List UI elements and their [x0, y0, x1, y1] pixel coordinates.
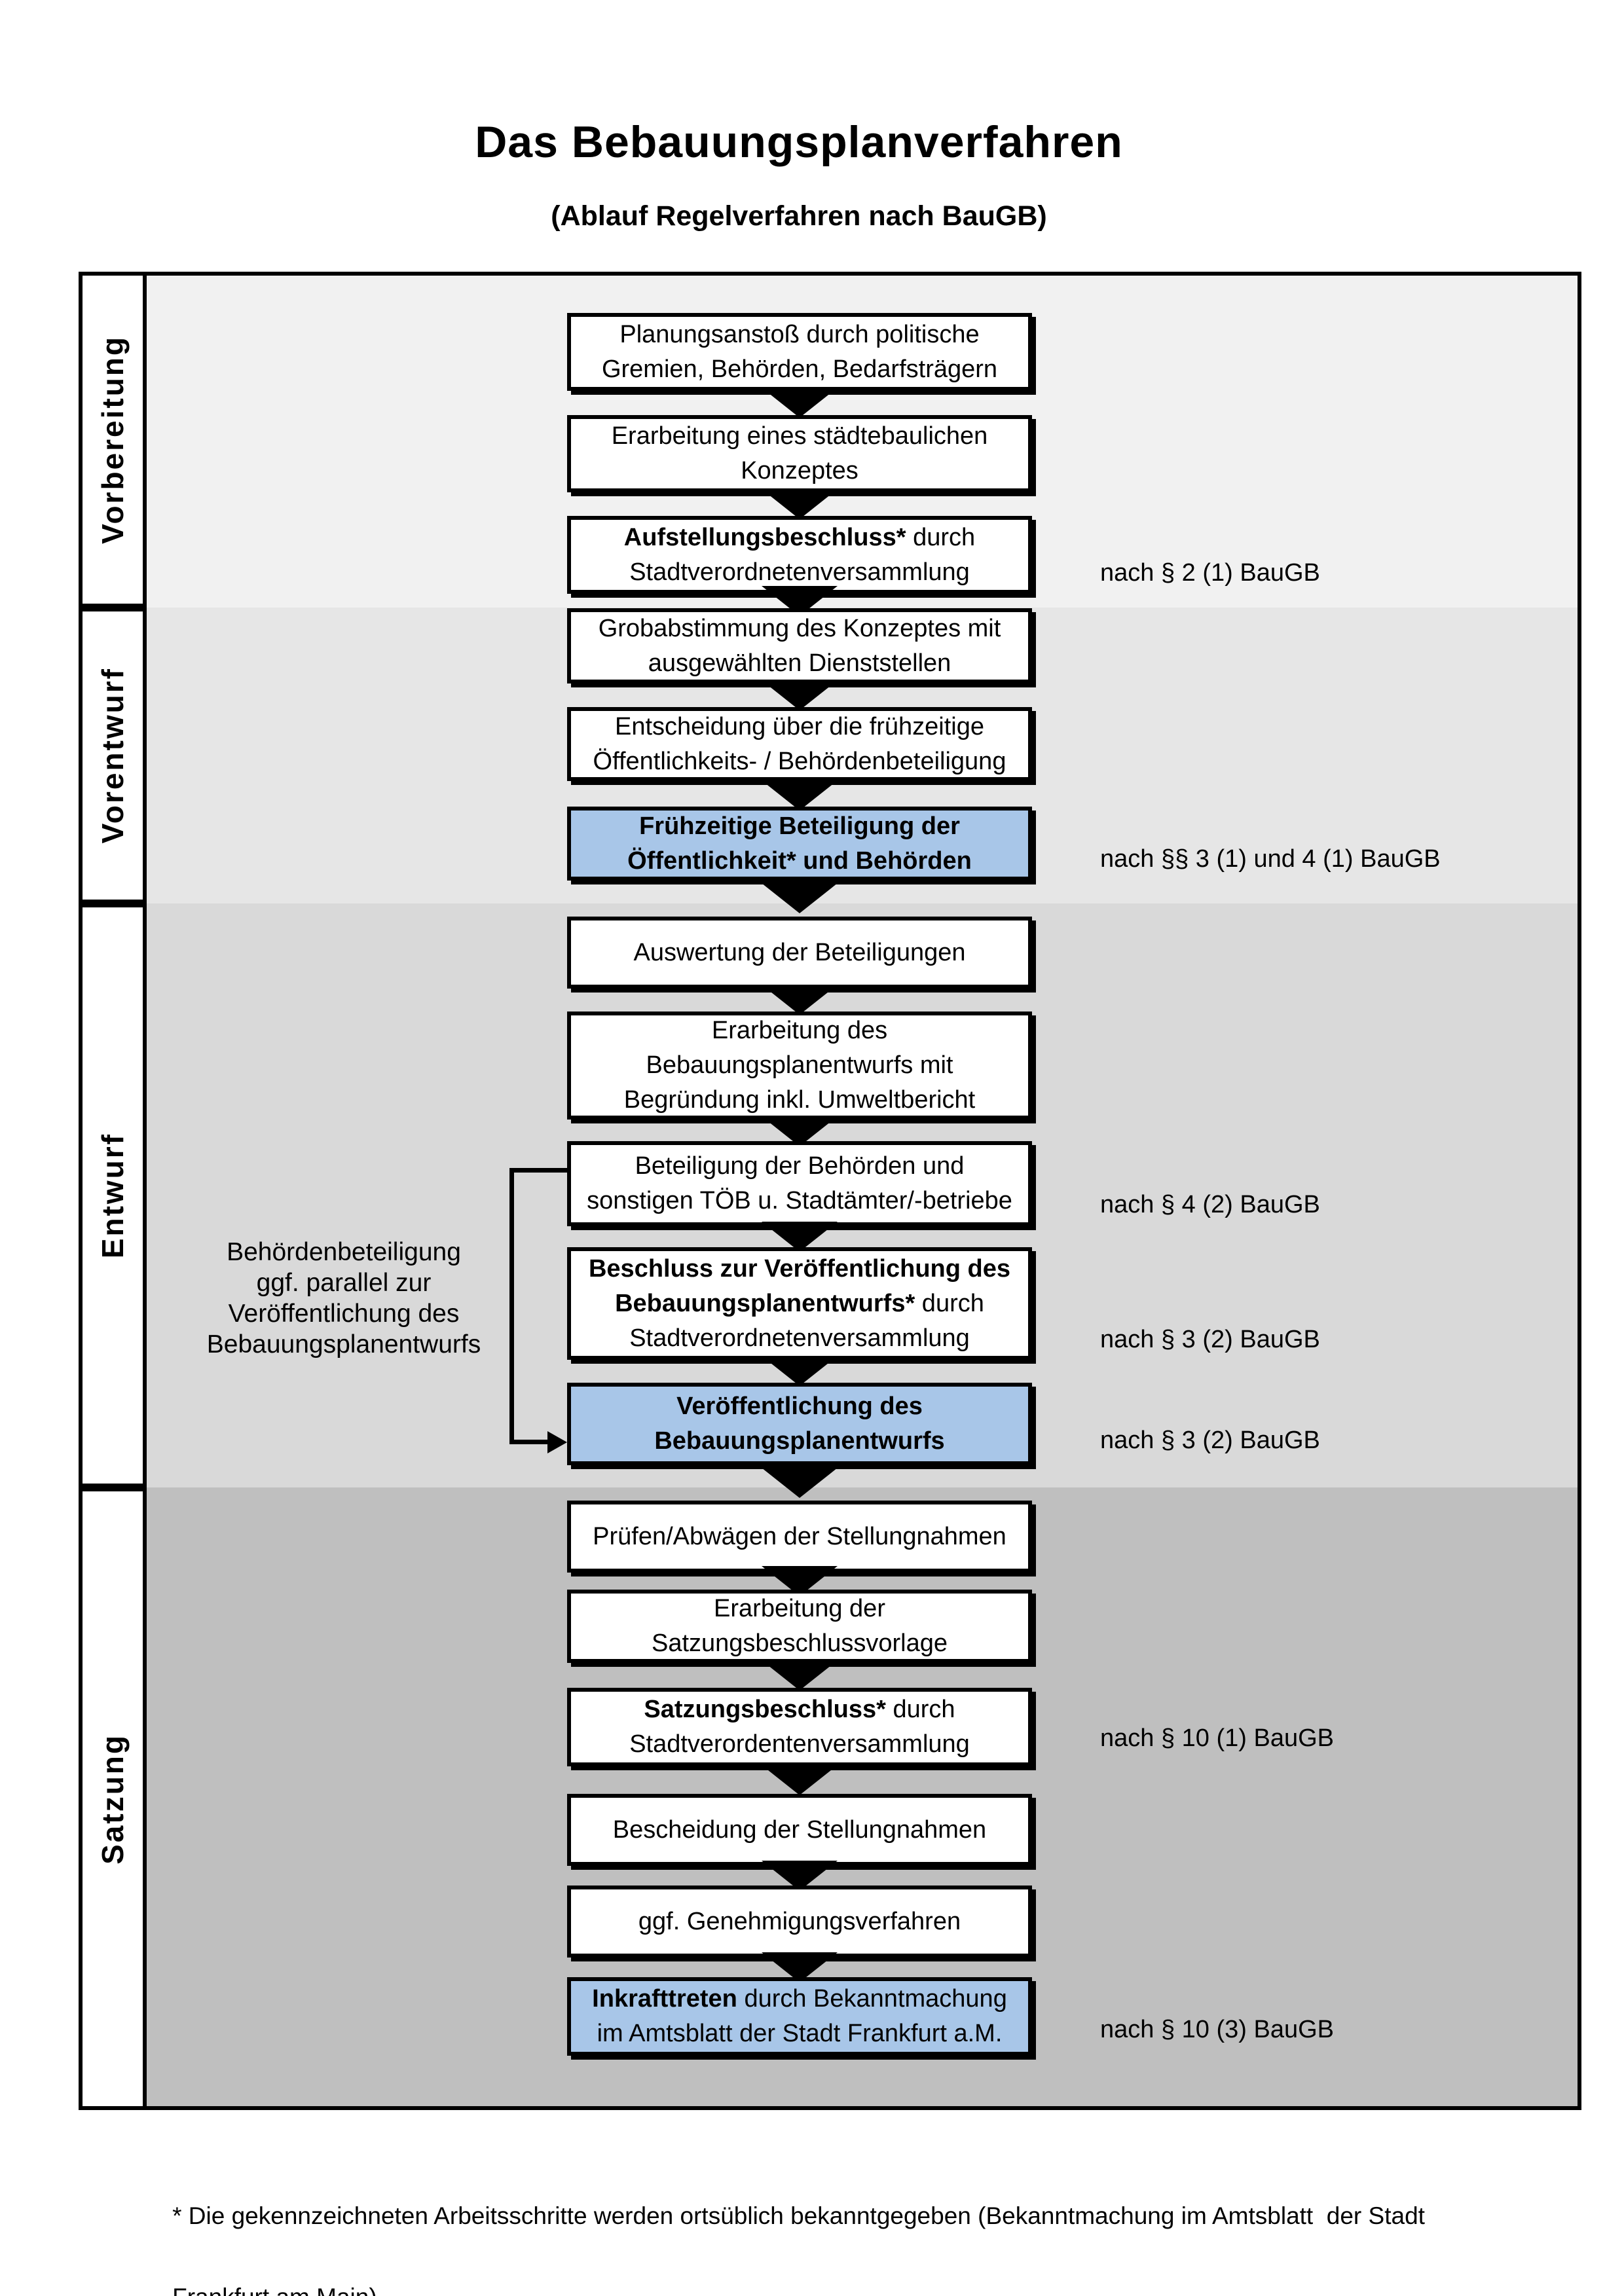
flow-box-satzungsbeschluss: Satzungsbeschluss* durch Stadtverordente… — [567, 1688, 1032, 1766]
box-line: sonstigen TÖB u. Stadtämter/-betriebe — [587, 1187, 1012, 1214]
flow-box-fruehzeitige-beteiligung: Frühzeitige Beteiligung der Öffentlichke… — [567, 807, 1032, 881]
box-line-bold: Aufstellungsbeschluss* — [623, 523, 906, 551]
footnote-line: Frankfurt am Main). — [172, 2284, 384, 2296]
phase-label-satzung: Satzung — [79, 1487, 147, 2110]
arrow-down-icon — [762, 883, 838, 913]
box-line: Erarbeitung der — [714, 1595, 885, 1622]
box-line: Konzeptes — [741, 457, 858, 484]
lawref-aufstellungsbeschluss: nach § 2 (1) BauGB — [1100, 559, 1320, 587]
box-line: Öffentlichkeits- / Behördenbeteiligung — [593, 747, 1006, 775]
box-line: Grobabstimmung des Konzeptes mit — [598, 614, 1001, 642]
box-line: ggf. Genehmigungsverfahren — [638, 1907, 961, 1935]
box-line: Auswertung der Beteiligungen — [633, 938, 966, 966]
arrow-down-icon — [762, 489, 838, 519]
phase-label-text: Satzung — [96, 1733, 130, 1865]
flow-box-planungsanstoss: Planungsanstoß durch politische Gremien,… — [567, 313, 1032, 391]
arrow-right-icon — [547, 1431, 567, 1453]
phase-label-vorentwurf: Vorentwurf — [79, 608, 147, 903]
arrow-down-icon — [762, 780, 838, 811]
flow-box-veroeffentlichung: Veröffentlichung des Bebauungsplanentwur… — [567, 1383, 1032, 1465]
side-note-line: Behördenbeteiligung — [227, 1238, 461, 1266]
bracket-bottom-segment — [509, 1440, 550, 1444]
lawref-veroeffentlichung: nach § 3 (2) BauGB — [1100, 1427, 1320, 1454]
box-line: Prüfen/Abwägen der Stellungnahmen — [593, 1522, 1006, 1550]
arrow-down-icon — [762, 1765, 838, 1795]
phase-label-text: Vorentwurf — [96, 667, 130, 844]
lawref-behoerdenbeteiligung: nach § 4 (2) BauGB — [1100, 1191, 1320, 1218]
box-line: Satzungsbeschlussvorlage — [651, 1630, 948, 1657]
bracket-vertical-segment — [509, 1168, 514, 1444]
lawref-inkrafttreten: nach § 10 (3) BauGB — [1100, 2016, 1334, 2043]
box-line: Beteiligung der Behörden und — [635, 1152, 965, 1180]
footnote-line: * Die gekennzeichneten Arbeitsschritte w… — [172, 2202, 1425, 2229]
arrow-down-icon — [762, 1660, 838, 1690]
box-line: Gremien, Behörden, Bedarfsträgern — [601, 355, 998, 383]
phase-label-entwurf: Entwurf — [79, 903, 147, 1487]
box-line-bold: Beschluss zur Veröffentlichung des — [588, 1254, 1011, 1283]
box-line: Stadtverordentenversammlung — [629, 1730, 970, 1758]
flow-box-bescheidung: Bescheidung der Stellungnahmen — [567, 1794, 1032, 1866]
phase-label-text: Entwurf — [96, 1132, 130, 1259]
side-note-line: Bebauungsplanentwurfs — [206, 1330, 481, 1358]
box-line: Bescheidung der Stellungnahmen — [612, 1815, 987, 1844]
bracket-top-segment — [509, 1168, 567, 1173]
flow-box-auswertung: Auswertung der Beteiligungen — [567, 917, 1032, 989]
flow-box-entwurf-erarbeitung: Erarbeitung des Bebauungsplanentwurfs mi… — [567, 1011, 1032, 1120]
side-note-parallel-beteiligung: Behördenbeteiligung ggf. parallel zur Ve… — [154, 1237, 534, 1360]
side-note-line: ggf. parallel zur — [256, 1269, 432, 1297]
box-line: durch — [906, 523, 976, 551]
box-line: Planungsanstoß durch politische — [619, 320, 980, 348]
page-title: Das Bebauungsplanverfahren — [475, 117, 1123, 167]
box-line-bold: Bebauungsplanentwurfs* — [615, 1289, 915, 1317]
box-line: durch Bekanntmachung — [737, 1985, 1007, 2013]
arrow-down-icon — [762, 985, 838, 1015]
box-line: durch — [915, 1289, 984, 1317]
flow-box-pruefen-abwaegen: Prüfen/Abwägen der Stellungnahmen — [567, 1501, 1032, 1573]
box-line: durch — [885, 1696, 955, 1723]
box-line: Begründung inkl. Umweltbericht — [623, 1086, 976, 1114]
flow-box-entscheidung-beteiligung: Entscheidung über die frühzeitige Öffent… — [567, 707, 1032, 781]
flow-box-behoerdenbeteiligung: Beteiligung der Behörden und sonstigen T… — [567, 1141, 1032, 1226]
box-line: Stadtverordnetenversammlung — [629, 558, 970, 586]
flow-box-aufstellungsbeschluss: Aufstellungsbeschluss* durch Stadtverord… — [567, 516, 1032, 594]
flow-box-konzept: Erarbeitung eines städtebaulichen Konzep… — [567, 415, 1032, 492]
box-line: im Amtsblatt der Stadt Frankfurt a.M. — [597, 2020, 1003, 2047]
flow-box-grobabstimmung: Grobabstimmung des Konzeptes mit ausgewä… — [567, 608, 1032, 683]
flow-box-genehmigungsverfahren: ggf. Genehmigungsverfahren — [567, 1886, 1032, 1958]
box-line-bold: Satzungsbeschluss* — [644, 1696, 886, 1723]
arrow-down-icon — [762, 1468, 838, 1498]
box-line-bold: Inkrafttreten — [592, 1985, 737, 2013]
page-subtitle: (Ablauf Regelverfahren nach BauGB) — [551, 200, 1047, 232]
flow-box-veroeffentlichungsbeschluss: Beschluss zur Veröffentlichung des Bebau… — [567, 1247, 1032, 1360]
phase-label-text: Vorbereitung — [96, 335, 130, 544]
box-line: Erarbeitung des — [711, 1017, 888, 1044]
lawref-satzungsbeschluss: nach § 10 (1) BauGB — [1100, 1724, 1334, 1752]
side-note-line: Veröffentlichung des — [228, 1300, 460, 1328]
arrow-down-icon — [762, 680, 838, 710]
arrow-down-icon — [762, 1356, 838, 1386]
arrow-down-icon — [762, 1222, 838, 1252]
box-line: Entscheidung über die frühzeitige — [614, 712, 985, 740]
box-line-bold: Veröffentlichung des — [676, 1393, 923, 1420]
arrow-down-icon — [762, 388, 838, 418]
box-line-bold: Bebauungsplanentwurfs — [654, 1427, 945, 1455]
box-line-bold: Öffentlichkeit* und Behörden — [627, 847, 972, 875]
footnote: * Die gekennzeichneten Arbeitsschritte w… — [145, 2155, 1586, 2296]
flow-box-satzungsvorlage: Erarbeitung der Satzungsbeschlussvorlage — [567, 1590, 1032, 1663]
lawref-fruehzeitige-beteiligung: nach §§ 3 (1) und 4 (1) BauGB — [1100, 845, 1441, 873]
flow-box-inkrafttreten: Inkrafttreten durch Bekanntmachung im Am… — [567, 1977, 1032, 2056]
box-line: ausgewählten Dienststellen — [648, 649, 951, 677]
box-line-bold: Frühzeitige Beteiligung der — [639, 812, 960, 840]
box-line: Bebauungsplanentwurfs mit — [646, 1051, 953, 1079]
box-line: Stadtverordnetenversammlung — [629, 1324, 970, 1352]
lawref-veroeffentlichungsbeschluss: nach § 3 (2) BauGB — [1100, 1326, 1320, 1353]
box-line: Erarbeitung eines städtebaulichen — [611, 422, 988, 450]
phase-label-vorbereitung: Vorbereitung — [79, 272, 147, 608]
